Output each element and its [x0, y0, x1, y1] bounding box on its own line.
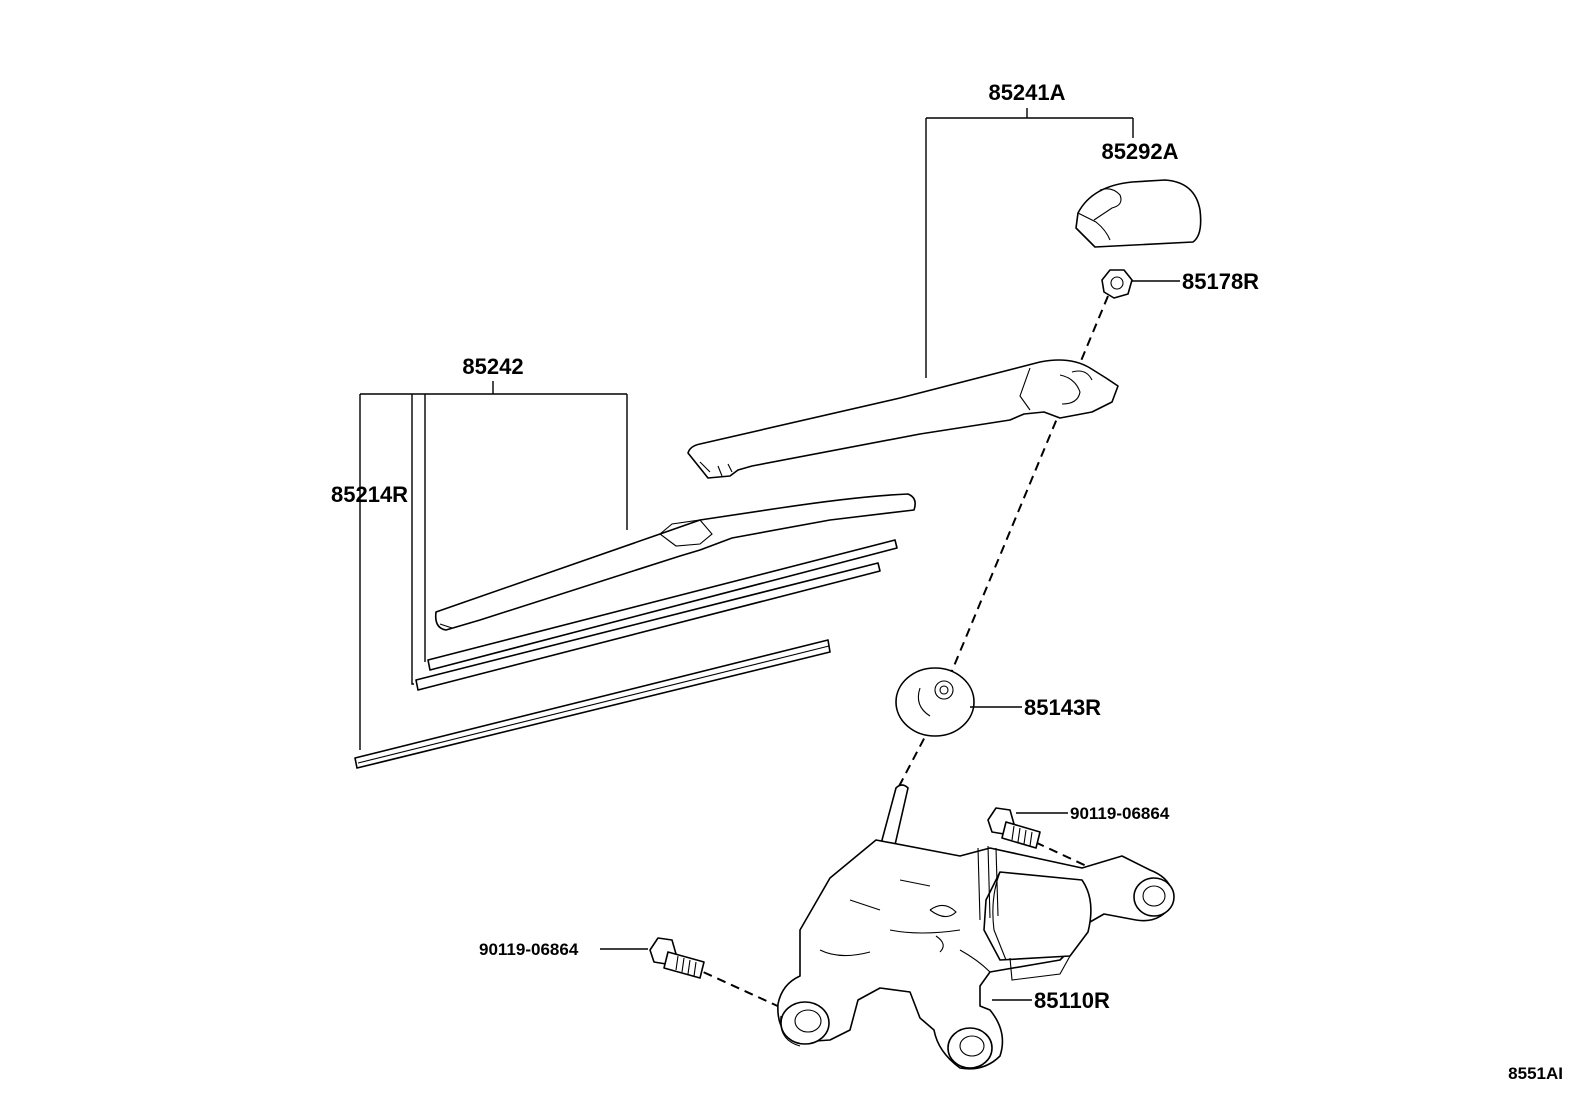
label-seal: 85143R [1024, 695, 1101, 720]
label-motor: 85110R [1034, 988, 1110, 1013]
label-blade-rubber: 85214R [331, 482, 408, 507]
wiper-arm-cap[interactable] [1075, 179, 1202, 248]
wiper-motor[interactable] [777, 784, 1175, 1070]
label-bolt-right: 90119-06864 [1070, 804, 1170, 823]
label-blade-assy: 85242 [462, 354, 523, 379]
blade-assy-bracket [359, 381, 628, 750]
label-arm-assy: 85241A [988, 80, 1065, 105]
diagram-code: 8551AI [1508, 1064, 1563, 1083]
wiper-arm-nut[interactable] [1101, 269, 1180, 299]
label-arm-cap: 85292A [1101, 139, 1178, 164]
wiper-blade[interactable] [434, 493, 916, 631]
blade-rubber-insert-upper[interactable] [427, 539, 898, 671]
label-nut: 85178R [1182, 269, 1259, 294]
blade-rubber-insert-lower[interactable] [415, 562, 881, 691]
label-bolt-left: 90119-06864 [479, 940, 579, 959]
arm-assy-bracket [925, 108, 1134, 378]
wiper-seal[interactable] [895, 667, 1022, 737]
mounting-bolt-left[interactable] [600, 937, 705, 979]
wiper-arm[interactable] [687, 359, 1119, 479]
blade-rubber[interactable] [354, 639, 831, 769]
mounting-bolt-right[interactable] [987, 807, 1068, 849]
